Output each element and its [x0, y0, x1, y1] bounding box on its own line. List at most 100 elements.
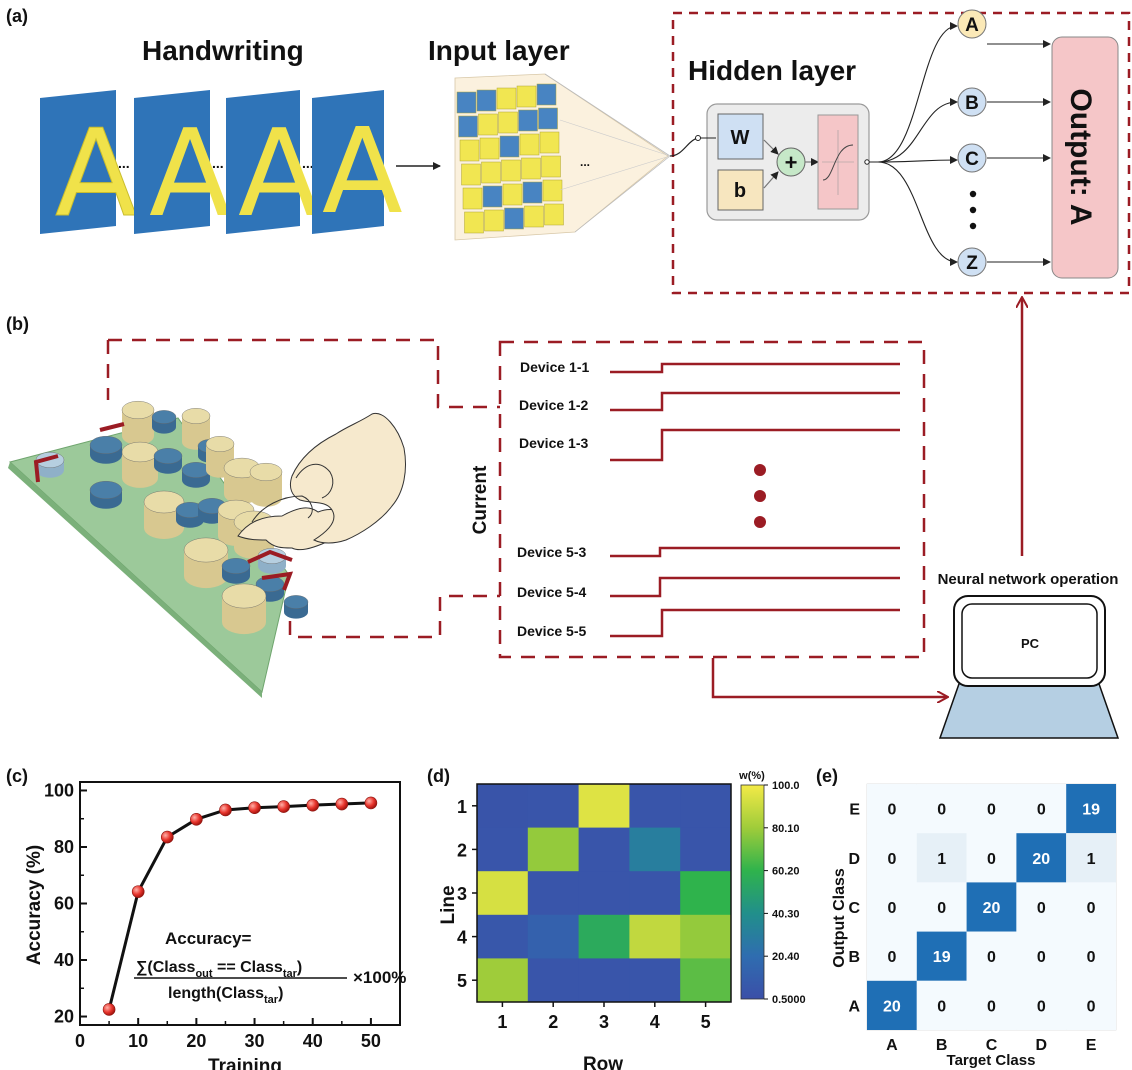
matrix-cell [867, 931, 917, 981]
x-tick-label: D [1036, 1037, 1048, 1054]
pillar-top [143, 490, 185, 514]
y-tick-label: D [848, 851, 860, 868]
dot [969, 222, 977, 230]
finger-hand-illustration [237, 412, 406, 551]
heatmap-cell [680, 784, 732, 829]
heatmap-cell [629, 871, 681, 916]
hidden-layer-box [671, 11, 1131, 295]
sensor-board [8, 401, 309, 698]
matrix-cell [1066, 931, 1116, 981]
y-tick-label: E [849, 802, 860, 819]
pillar-top [89, 436, 123, 455]
input-pixel [456, 91, 477, 114]
heatmap-cell [477, 827, 529, 872]
data-point [160, 830, 174, 844]
heatmap-cell [680, 958, 732, 1003]
matrix-cell-value: 0 [887, 949, 896, 966]
handwriting-samples: A ... A ... A ... A [40, 90, 403, 245]
matrix-cell [1016, 980, 1067, 1030]
matrix-cell [1016, 833, 1067, 883]
x-tick-label: 4 [650, 1012, 660, 1032]
heatmap-cell [477, 958, 529, 1003]
colorbar-tick-label: 20.40 [772, 951, 800, 963]
handwriting-card: A [312, 90, 403, 240]
formula-numerator: ∑(Classout == Classtar) [136, 959, 302, 980]
input-pixel [499, 135, 520, 158]
input-pixel [541, 155, 561, 178]
heatmap-cell [527, 958, 580, 1003]
matrix-cell-value: 19 [933, 949, 951, 966]
accuracy-formula: Accuracy= ∑(Classout == Classtar) length… [134, 929, 406, 1006]
pillar-top [183, 537, 229, 563]
output-node-label: C [965, 149, 979, 170]
y-tick-label: 100 [44, 780, 74, 800]
handwriting-card: A [226, 90, 320, 244]
data-point [102, 1003, 116, 1016]
matrix-cell-value: 0 [1087, 900, 1096, 917]
pc-icon: PC [938, 595, 1120, 739]
series-line [107, 801, 371, 1010]
neuron-block: W b + [669, 103, 878, 221]
y-tick-label: 3 [457, 884, 467, 904]
data-point [306, 798, 320, 812]
input-pixel [476, 89, 497, 112]
handwriting-card: A [40, 90, 138, 245]
heatmap-cell [527, 784, 580, 829]
input-pixel [496, 87, 517, 110]
pillar-base [122, 427, 154, 445]
x-tick-label: C [986, 1037, 998, 1054]
y-tick-label: A [848, 998, 860, 1015]
matrix-cell-value: 0 [1087, 949, 1096, 966]
matrix-cell-value: 0 [987, 851, 996, 868]
matrix-cell [966, 784, 1017, 834]
matrix-cell [867, 882, 917, 932]
heatmap-cell [680, 914, 732, 959]
formula-denominator: length(Classtar) [168, 985, 283, 1006]
heatmap-cell [527, 827, 580, 872]
matrix-cell-value: 0 [1037, 998, 1046, 1015]
y-tick-label: 2 [457, 840, 467, 860]
matrix-cell-value: 0 [887, 802, 896, 819]
handwriting-card: A [134, 90, 231, 244]
output-node-label: A [965, 15, 979, 36]
pillar-top [151, 410, 177, 424]
matrix-cell-value: 1 [937, 851, 946, 868]
x-tick-label: 1 [497, 1012, 507, 1032]
matrix-cell-value: 0 [987, 802, 996, 819]
input-pixel [516, 85, 537, 108]
device-label: Device 1-2 [519, 397, 588, 413]
handwriting-title: Handwriting [142, 35, 304, 66]
matrix-cell-value: 0 [887, 900, 896, 917]
dot [969, 206, 977, 214]
device-label: Device 5-5 [517, 623, 586, 639]
x-tick-label: 50 [361, 1031, 381, 1051]
ellipsis: ... [118, 155, 130, 171]
matrix-cell [1066, 980, 1116, 1030]
matrix-cell [916, 882, 967, 932]
input-pixel [464, 211, 484, 234]
input-pixel [479, 137, 500, 160]
pillar-top [221, 558, 251, 574]
matrix-cell [966, 980, 1017, 1030]
input-pixel [481, 161, 501, 184]
current-axis-label: Current [470, 465, 491, 534]
pillar-base [152, 420, 176, 434]
zoom-connector [108, 338, 500, 639]
matrix-cell [966, 833, 1017, 883]
input-pixel [459, 139, 480, 162]
device-signal-box [498, 340, 926, 659]
data-point [364, 796, 378, 810]
pillar-top [153, 448, 183, 464]
input-pixel [501, 159, 521, 182]
y-tick-label: B [848, 949, 860, 966]
colorbar-tick-label: 80.10 [772, 823, 800, 835]
input-pixel [544, 203, 564, 226]
bias-box [717, 169, 764, 211]
colorbar-title: w(%) [738, 770, 765, 782]
colorbar [740, 784, 765, 1000]
heatmap-cell [680, 827, 732, 872]
colorbar-tick-label: 40.30 [772, 908, 800, 920]
pillar-top [283, 595, 309, 609]
pillar-top [121, 401, 155, 420]
pillar-top [181, 408, 211, 424]
